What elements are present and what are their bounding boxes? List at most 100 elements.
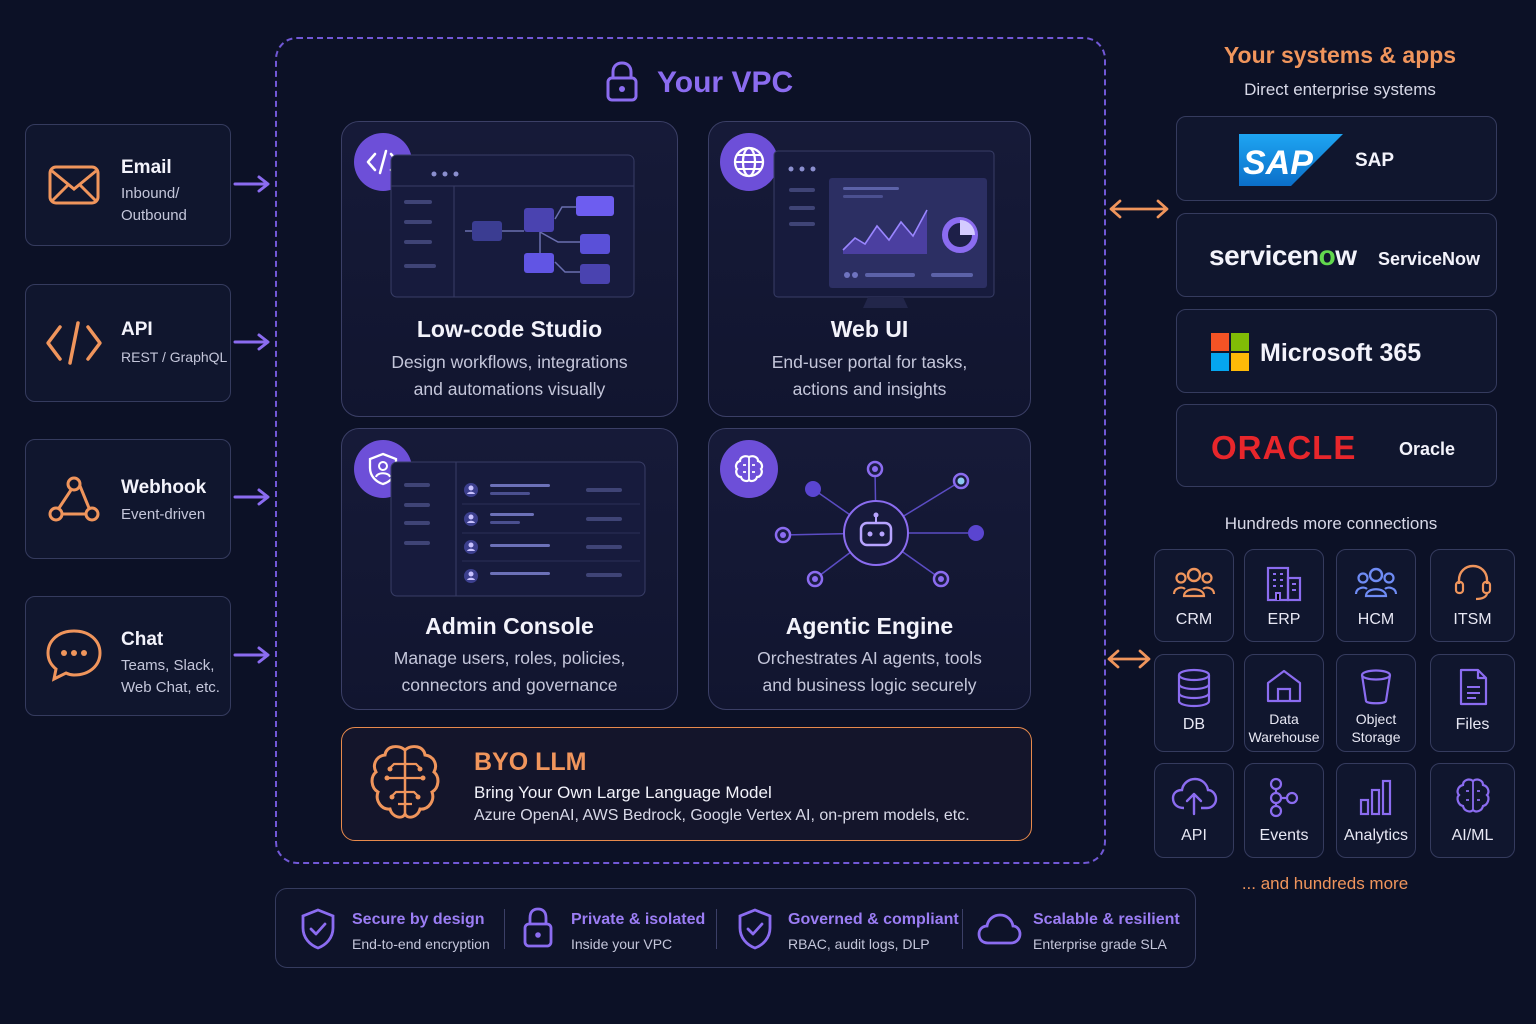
connector-api: API (1154, 763, 1234, 858)
more-connections-title: Hundreds more connections (1224, 514, 1438, 533)
system-name: Oracle (1399, 439, 1456, 459)
webhook-icon (44, 470, 104, 531)
connector-label: Storage (1351, 729, 1401, 745)
divider (716, 909, 717, 949)
brain-icon (1431, 776, 1514, 816)
connector-label: Warehouse (1248, 729, 1320, 745)
brain-circuit-icon (370, 745, 440, 819)
mail-icon (44, 159, 104, 216)
building-icon (1245, 564, 1323, 602)
microsoft-365-label: Microsoft 365 (1260, 339, 1422, 367)
connector-object-storage: Object Storage (1336, 654, 1416, 752)
feature-subtitle: RBAC, audit logs, DLP (788, 936, 930, 952)
system-sap: SAP SAP (1176, 116, 1497, 201)
nodes-icon (1245, 776, 1323, 818)
input-subtitle: Outbound (121, 207, 187, 224)
input-title: Chat (121, 629, 164, 650)
input-api: API REST / GraphQL (25, 284, 231, 402)
systems-subtitle: Direct enterprise systems (1244, 80, 1436, 99)
system-oracle: ORACLE Oracle (1176, 404, 1497, 487)
connector-events: Events (1244, 763, 1324, 858)
feature-title: Governed & compliant (788, 911, 959, 928)
workflow-preview-illustration (390, 154, 635, 298)
system-microsoft-365: Microsoft 365 (1176, 309, 1497, 393)
arrow-right-icon (233, 646, 270, 664)
input-email: Email Inbound/ Outbound (25, 124, 231, 246)
bar-chart-icon (1337, 778, 1415, 816)
globe-icon (720, 133, 778, 191)
input-subtitle: REST / GraphQL (121, 349, 228, 365)
system-name: ServiceNow (1378, 249, 1481, 269)
system-servicenow: servicenow ServiceNow (1176, 213, 1497, 297)
lock-icon (606, 61, 638, 102)
arrow-right-icon (233, 488, 270, 506)
input-subtitle: Inbound/ (121, 185, 180, 202)
feature-title: Secure by design (352, 911, 485, 928)
input-webhook: Webhook Event-driven (25, 439, 231, 559)
microsoft-logo (1211, 333, 1249, 371)
llm-providers: Azure OpenAI, AWS Bedrock, Google Vertex… (474, 807, 970, 824)
card-description: Orchestrates AI agents, tools (757, 648, 982, 668)
card-description: End-user portal for tasks, (771, 352, 968, 372)
sap-logo: SAP (1239, 134, 1343, 186)
card-title: Agentic Engine (785, 613, 954, 639)
dashboard-preview-illustration (773, 150, 995, 308)
lock-icon (523, 907, 553, 948)
shield-check-icon (301, 908, 335, 950)
input-subtitle: Web Chat, etc. (121, 679, 220, 696)
connector-label: Events (1259, 827, 1309, 844)
feature-subtitle: Enterprise grade SLA (1033, 936, 1167, 952)
connector-crm: CRM (1154, 549, 1234, 642)
code-icon (44, 317, 104, 374)
agent-network-illustration (774, 460, 984, 588)
feature-bar: Secure by design End-to-end encryption P… (275, 888, 1196, 968)
input-title: Email (121, 157, 172, 178)
card-description: and automations visually (413, 379, 606, 399)
bidirectional-arrow-icon (1109, 199, 1169, 219)
feature-title: Private & isolated (571, 911, 706, 928)
input-title: Webhook (121, 477, 207, 498)
bucket-icon (1337, 667, 1415, 707)
card-description: actions and insights (792, 379, 947, 399)
servicenow-logo-accent: o (1318, 240, 1336, 271)
connector-hcm: HCM (1336, 549, 1416, 642)
users-icon (1337, 564, 1415, 600)
card-description: Design workflows, integrations (391, 352, 628, 372)
input-title: API (121, 319, 153, 340)
system-name: SAP (1355, 150, 1395, 171)
feature-subtitle: Inside your VPC (571, 936, 673, 952)
input-subtitle: Event-driven (121, 506, 206, 523)
arrow-right-icon (233, 175, 270, 193)
connector-erp: ERP (1244, 549, 1324, 642)
connector-analytics: Analytics (1336, 763, 1416, 858)
card-title: Web UI (830, 316, 909, 342)
connector-label: HCM (1357, 611, 1395, 628)
llm-title: BYO LLM (474, 748, 587, 776)
connector-label: DB (1182, 716, 1206, 733)
users-icon (1155, 564, 1233, 600)
card-description: Manage users, roles, policies, (393, 648, 626, 668)
cloud-icon (977, 913, 1022, 945)
llm-subtitle: Bring Your Own Large Language Model (474, 783, 772, 802)
oracle-logo: ORACLE (1211, 429, 1357, 466)
card-title: Admin Console (425, 613, 594, 639)
connector-data-warehouse: Data Warehouse (1244, 654, 1324, 752)
byo-llm-panel: BYO LLM Bring Your Own Large Language Mo… (341, 727, 1032, 841)
feature-subtitle: End-to-end encryption (352, 936, 490, 952)
connector-ai-ml: AI/ML (1430, 763, 1515, 858)
connector-label: API (1181, 827, 1207, 844)
connector-itsm: ITSM (1430, 549, 1515, 642)
servicenow-logo: servicenow (1209, 240, 1357, 272)
connector-label: Analytics (1343, 827, 1409, 844)
divider (962, 909, 963, 949)
chat-bubble-icon (44, 627, 104, 688)
connector-label: Object (1355, 711, 1397, 727)
connector-label: CRM (1175, 611, 1213, 628)
divider (504, 909, 505, 949)
servicenow-logo-text: servicenow (1209, 240, 1357, 271)
card-description: connectors and governance (401, 675, 618, 695)
systems-title: Your systems & apps (1223, 42, 1457, 68)
card-title: Low-code Studio (416, 316, 603, 342)
user-list-illustration (390, 461, 646, 597)
card-description: and business logic securely (762, 675, 977, 695)
